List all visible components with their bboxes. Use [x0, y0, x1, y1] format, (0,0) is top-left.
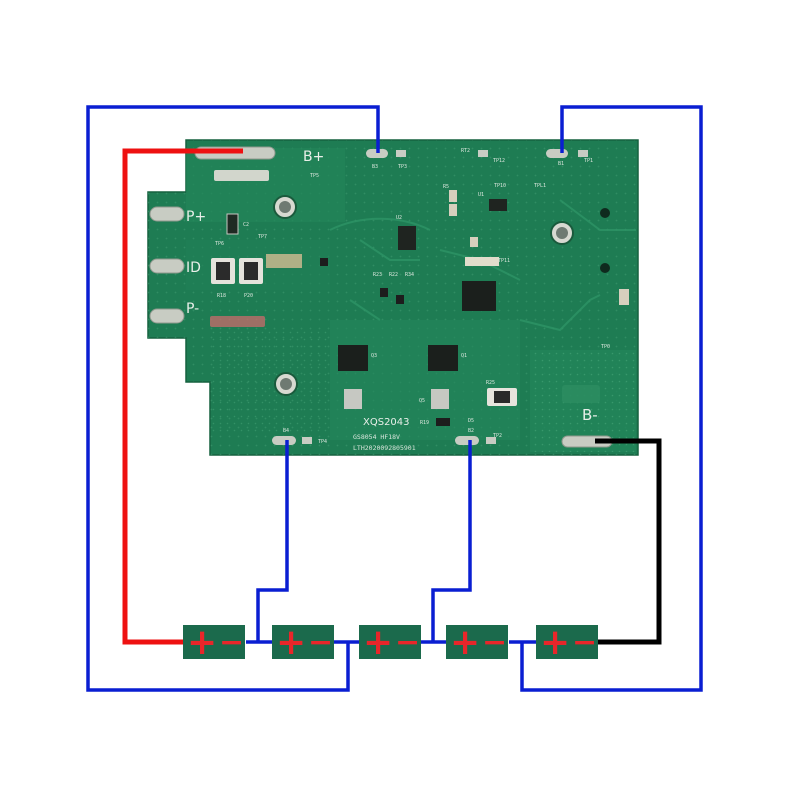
label-q3: Q3	[371, 353, 377, 359]
label-tp10: TP10	[494, 183, 506, 189]
battery-cell: +−	[446, 622, 508, 663]
label-rt2: RT2	[461, 148, 470, 154]
label-tp2: TP2	[493, 433, 502, 439]
pad-b4	[272, 436, 296, 445]
label-tp12: TP12	[493, 158, 505, 164]
balance-wire-b2	[431, 440, 472, 642]
battery-cells: +−+−+−+−+−	[183, 622, 598, 663]
battery-cell-body	[359, 625, 421, 659]
pad-tp4	[302, 437, 312, 444]
cell-positive-sign: +	[450, 622, 480, 663]
screw-hole-slot	[600, 208, 610, 218]
label-tp5: TP5	[310, 173, 319, 179]
label-b-plus: B+	[303, 149, 324, 165]
battery-cell-body	[446, 625, 508, 659]
label-tp7: TP7	[258, 234, 267, 240]
cell-positive-sign: +	[363, 622, 393, 663]
label-d5: D5	[468, 418, 474, 424]
pad-b2	[455, 436, 479, 445]
label-r19: R19	[420, 420, 429, 426]
label-tp0: TP0	[601, 344, 610, 350]
battery-cell-body	[183, 625, 245, 659]
label-r18: R18	[217, 293, 226, 299]
label-b1: B1	[558, 161, 564, 167]
pad-b3	[366, 149, 388, 158]
terminal-pad-p-plus	[149, 206, 185, 222]
balance-wire-b3	[86, 105, 380, 692]
label-b2: B2	[468, 428, 474, 434]
b-minus-pad-block	[562, 385, 600, 403]
label-u2: U2	[396, 215, 402, 221]
battery-cell: +−	[183, 622, 245, 663]
pad-tp1	[578, 150, 588, 157]
label-c2: C2	[243, 222, 249, 228]
label-b-minus: B-	[582, 406, 598, 424]
label-tp4: TP4	[318, 439, 327, 445]
label-tp11: TP11	[498, 258, 510, 264]
silk-lot: LTH2020092805901	[353, 444, 416, 452]
pad-b1	[546, 149, 568, 158]
label-tp1: TP1	[584, 158, 593, 164]
label-p-plus: P+	[186, 209, 206, 225]
label-r25: R25	[486, 380, 495, 386]
label-r5: R5	[443, 184, 449, 190]
battery-cell: +−	[272, 622, 334, 663]
label-q1: Q1	[461, 353, 467, 359]
balance-wire-b4	[256, 440, 289, 642]
mounting-hole-bottom	[274, 372, 298, 396]
cell-positive-sign: +	[276, 622, 306, 663]
cell-negative-sign: −	[395, 625, 420, 660]
label-q5: Q5	[419, 398, 425, 404]
label-u1: U1	[478, 192, 484, 198]
label-tp3: TP3	[398, 164, 407, 170]
label-tpl1: TPL1	[534, 183, 546, 189]
mounting-hole-right	[550, 221, 574, 245]
cell-positive-sign: +	[540, 622, 570, 663]
battery-cell-body	[536, 625, 598, 659]
negative-wire-b-minus	[595, 438, 662, 645]
terminal-pad-p-minus-bar	[210, 316, 265, 327]
cell-negative-sign: −	[482, 625, 507, 660]
label-r22: R22	[389, 272, 398, 278]
pad-tp12	[478, 150, 488, 157]
silk-model: GS8054 HF18V	[353, 433, 400, 441]
label-r34: R34	[405, 272, 414, 278]
label-id: ID	[186, 260, 201, 276]
label-p-minus: P-	[186, 301, 199, 317]
battery-cell: +−	[536, 622, 598, 663]
smd-components	[211, 190, 629, 426]
label-tp6: TP6	[215, 241, 224, 247]
terminal-pad-id	[149, 258, 185, 274]
battery-cell-body	[272, 625, 334, 659]
balance-wire-b1	[520, 105, 703, 692]
silk-chip-marking: XQS2043	[363, 417, 410, 428]
screw-hole-slot	[600, 263, 610, 273]
pad-tp2	[486, 437, 496, 444]
pad-tp3	[396, 150, 406, 157]
mounting-hole-top	[273, 195, 297, 219]
terminal-pad-p-minus	[149, 308, 185, 324]
label-b4: B4	[283, 428, 289, 434]
label-p20: P20	[244, 293, 253, 299]
battery-cell: +−	[359, 622, 421, 663]
label-b3: B3	[372, 164, 378, 170]
label-r23: R23	[373, 272, 382, 278]
positive-wire-b-plus	[122, 148, 243, 645]
cell-negative-sign: −	[308, 625, 333, 660]
cell-positive-sign: +	[187, 622, 217, 663]
cell-negative-sign: −	[572, 625, 597, 660]
cell-negative-sign: −	[219, 625, 244, 660]
